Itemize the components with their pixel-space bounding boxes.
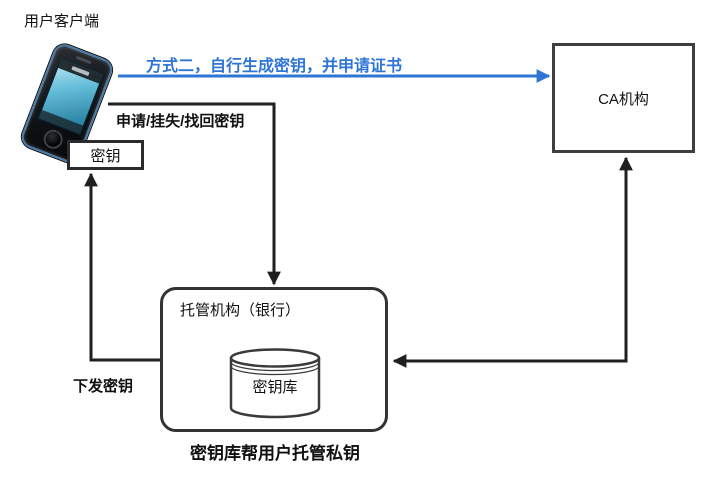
database-cylinder-icon [229,348,321,419]
escrow-box-label: 托管机构（银行） [180,302,301,319]
keystore-label: 密钥库 [252,379,298,396]
ca-escrow-arrow [392,156,633,368]
issue-arrow-label: 下发密钥 [73,378,134,395]
client-key-label: 密钥 [90,147,121,165]
client-key-box: 密钥 [67,140,144,170]
caption: 密钥库帮用户托管私钥 [190,444,360,463]
apply-arrow [108,102,281,286]
ca-box: CA机构 [552,43,695,153]
client-label: 用户客户端 [24,13,100,30]
issue-key-arrow [84,172,160,362]
method2-arrow-label: 方式二，自行生成密钥，并申请证书 [146,58,403,75]
ca-box-label: CA机构 [598,90,649,108]
apply-arrow-label: 申请/挂失/找回密钥 [116,113,245,130]
